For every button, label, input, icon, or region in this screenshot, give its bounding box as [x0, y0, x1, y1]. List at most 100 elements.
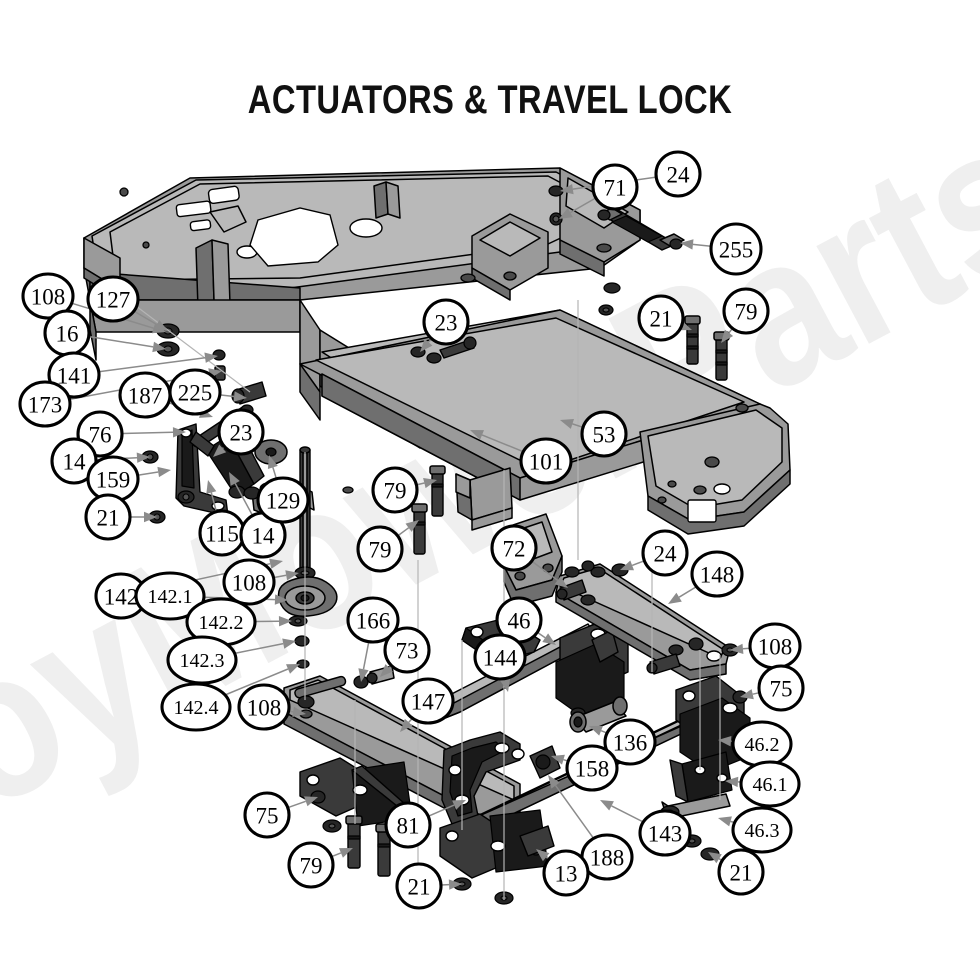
callout-bubble[interactable] — [603, 718, 657, 766]
callout-144[interactable]: 144 — [473, 633, 527, 681]
callout-108[interactable]: 108 — [21, 272, 75, 320]
callout-bubble[interactable] — [757, 664, 805, 712]
callout-bubble[interactable] — [256, 476, 310, 524]
callout-bubble[interactable] — [86, 275, 140, 323]
callout-173[interactable]: 173 — [18, 380, 72, 428]
callout-24[interactable]: 24 — [654, 150, 702, 198]
callout-108[interactable]: 108 — [237, 683, 291, 731]
callout-101[interactable]: 101 — [519, 437, 573, 485]
callout-bubble[interactable] — [346, 596, 400, 644]
callout-number: 13 — [555, 862, 578, 887]
callout-bubble[interactable] — [383, 626, 431, 674]
callout-13[interactable]: 13 — [542, 849, 590, 897]
callout-bubble[interactable] — [565, 744, 619, 792]
callout-bubble[interactable] — [287, 841, 335, 889]
callout-bubble[interactable] — [709, 222, 763, 276]
callout-bubble[interactable] — [243, 791, 291, 839]
callout-46-1[interactable]: 46.1 — [739, 760, 801, 808]
callout-21[interactable]: 21 — [717, 848, 765, 896]
callout-81[interactable]: 81 — [384, 801, 432, 849]
callout-158[interactable]: 158 — [565, 744, 619, 792]
callout-bubble[interactable] — [580, 410, 628, 458]
callout-number: 24 — [654, 542, 678, 567]
callout-108[interactable]: 108 — [222, 558, 276, 606]
callout-21[interactable]: 21 — [395, 862, 443, 910]
callout-bubble[interactable] — [637, 294, 685, 342]
callout-number: 46.2 — [745, 734, 780, 756]
callout-143[interactable]: 143 — [638, 809, 692, 857]
callout-129[interactable]: 129 — [256, 476, 310, 524]
callout-46-3[interactable]: 46.3 — [731, 806, 793, 854]
leader-line — [362, 641, 370, 670]
callout-71[interactable]: 71 — [591, 163, 639, 211]
callout-159[interactable]: 159 — [86, 455, 140, 503]
callout-bubble[interactable] — [722, 287, 770, 335]
callout-bubble[interactable] — [542, 849, 590, 897]
callout-bubble[interactable] — [18, 380, 72, 428]
callout-127[interactable]: 127 — [86, 275, 140, 323]
callout-14[interactable]: 14 — [239, 511, 287, 559]
callout-bubble[interactable] — [717, 848, 765, 896]
callout-bubble[interactable] — [731, 806, 793, 854]
callout-bubble[interactable] — [739, 760, 801, 808]
leader-arrowhead — [274, 594, 288, 605]
callout-bubble[interactable] — [519, 437, 573, 485]
callout-73[interactable]: 73 — [383, 626, 431, 674]
callout-bubble[interactable] — [690, 550, 744, 598]
callout-21[interactable]: 21 — [84, 493, 132, 541]
callout-bubble[interactable] — [160, 682, 232, 732]
callout-number: 147 — [411, 690, 446, 715]
callout-187[interactable]: 187 — [118, 371, 172, 419]
callout-115[interactable]: 115 — [198, 509, 246, 557]
callout-72[interactable]: 72 — [490, 524, 538, 572]
callout-bubble[interactable] — [237, 683, 291, 731]
callout-53[interactable]: 53 — [580, 410, 628, 458]
callout-number: 159 — [96, 468, 131, 493]
callout-bubble[interactable] — [222, 558, 276, 606]
callout-225[interactable]: 225 — [168, 368, 222, 416]
callout-23[interactable]: 23 — [217, 408, 265, 456]
callout-148[interactable]: 148 — [690, 550, 744, 598]
callout-bubble[interactable] — [422, 298, 470, 346]
callout-75[interactable]: 75 — [243, 791, 291, 839]
callout-16[interactable]: 16 — [43, 309, 91, 357]
callout-147[interactable]: 147 — [401, 677, 455, 725]
callout-14[interactable]: 14 — [50, 437, 98, 485]
callout-bubble[interactable] — [401, 677, 455, 725]
callout-79[interactable]: 79 — [371, 466, 419, 514]
callout-79[interactable]: 79 — [722, 287, 770, 335]
leader-arrowhead — [267, 455, 278, 469]
callout-23[interactable]: 23 — [422, 298, 470, 346]
callout-21[interactable]: 21 — [637, 294, 685, 342]
callout-79[interactable]: 79 — [356, 525, 404, 573]
callout-bubble[interactable] — [591, 163, 639, 211]
callout-bubble[interactable] — [384, 801, 432, 849]
callout-24[interactable]: 24 — [641, 529, 689, 577]
callout-255[interactable]: 255 — [709, 222, 763, 276]
callout-46-2[interactable]: 46.2 — [731, 720, 793, 768]
callout-108[interactable]: 108 — [748, 622, 802, 670]
callout-142-1[interactable]: 142.1 — [134, 571, 206, 621]
callout-bubble[interactable] — [641, 529, 689, 577]
callout-number: 166 — [356, 609, 391, 634]
callout-bubble[interactable] — [84, 493, 132, 541]
callout-142-3[interactable]: 142.3 — [166, 635, 238, 685]
callout-bubble[interactable] — [490, 524, 538, 572]
callout-75[interactable]: 75 — [757, 664, 805, 712]
callout-number: 187 — [128, 384, 163, 409]
callout-bubble[interactable] — [371, 466, 419, 514]
callout-bubble[interactable] — [134, 571, 206, 621]
callout-142-4[interactable]: 142.4 — [160, 682, 232, 732]
leader-line — [234, 483, 254, 516]
callout-bubble[interactable] — [473, 633, 527, 681]
callout-bubble[interactable] — [395, 862, 443, 910]
callout-166[interactable]: 166 — [346, 596, 400, 644]
callout-136[interactable]: 136 — [603, 718, 657, 766]
callout-bubble[interactable] — [356, 525, 404, 573]
callout-79[interactable]: 79 — [287, 841, 335, 889]
callout-bubble[interactable] — [217, 408, 265, 456]
callout-bubble[interactable] — [654, 150, 702, 198]
callout-bubble[interactable] — [21, 272, 75, 320]
callout-bubble[interactable] — [638, 809, 692, 857]
callout-bubble[interactable] — [168, 368, 222, 416]
